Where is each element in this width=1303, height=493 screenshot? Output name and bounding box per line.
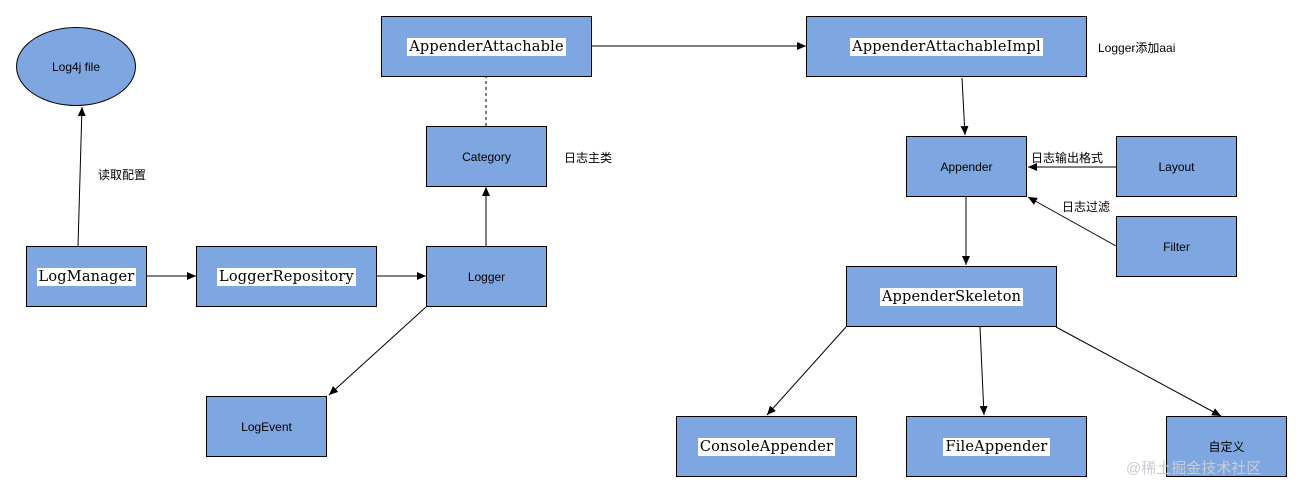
edge-logger-logevent <box>328 306 427 396</box>
log-filter-note: 日志过滤 <box>1062 200 1111 214</box>
logger-repository-label: LoggerRepository <box>217 267 356 286</box>
log4j-file-label: Log4j file <box>51 59 101 74</box>
appender-label: Appender <box>940 159 993 174</box>
category-label: Category <box>462 149 511 164</box>
logger-node: Logger <box>426 246 547 307</box>
log-manager-label: LogManager <box>36 267 137 286</box>
file-appender-label: FileAppender <box>943 437 1050 456</box>
output-format-note: 日志输出格式 <box>1031 151 1104 165</box>
console-appender-node: ConsoleAppender <box>676 416 857 477</box>
log4j-file-node: Log4j file <box>16 27 136 106</box>
category-node: Category <box>426 126 547 187</box>
appender-attachable-node: AppenderAttachable <box>381 16 592 77</box>
filter-node: Filter <box>1116 216 1237 277</box>
log-event-label: LogEvent <box>241 419 292 434</box>
layout-label: Layout <box>1158 159 1195 174</box>
edge-logmanager-log4jfile <box>77 106 86 247</box>
read-config-note: 读取配置 <box>98 168 147 182</box>
console-appender-label: ConsoleAppender <box>697 437 836 456</box>
appender-attachable-label: AppenderAttachable <box>407 37 566 56</box>
appender-attachable-impl-node: AppenderAttachableImpl <box>806 16 1087 77</box>
log-manager-node: LogManager <box>26 246 147 307</box>
logger-add-aai-note: Logger添加aai <box>1098 41 1176 55</box>
filter-label: Filter <box>1163 239 1190 254</box>
edge-filter-appender <box>1027 196 1117 247</box>
edge-skeleton-file <box>979 326 988 416</box>
watermark-text: @稀土掘金技术社区 <box>1126 460 1262 477</box>
appender-node: Appender <box>906 136 1027 197</box>
layout-node: Layout <box>1116 136 1237 197</box>
edge-skeleton-console <box>766 326 847 416</box>
main-class-note: 日志主类 <box>564 151 613 165</box>
edge-skeleton-custom <box>1055 326 1222 417</box>
file-appender-node: FileAppender <box>906 416 1087 477</box>
appender-attachable-impl-label: AppenderAttachableImpl <box>850 37 1043 56</box>
logger-label: Logger <box>467 269 506 284</box>
custom-appender-node: 自定义 <box>1166 416 1287 477</box>
appender-skeleton-label: AppenderSkeleton <box>879 287 1024 306</box>
edge-impl-appender <box>960 77 969 136</box>
log-event-node: LogEvent <box>206 396 327 457</box>
custom-appender-label: 自定义 <box>1208 440 1245 454</box>
appender-skeleton-node: AppenderSkeleton <box>846 266 1057 327</box>
logger-repository-node: LoggerRepository <box>196 246 377 307</box>
